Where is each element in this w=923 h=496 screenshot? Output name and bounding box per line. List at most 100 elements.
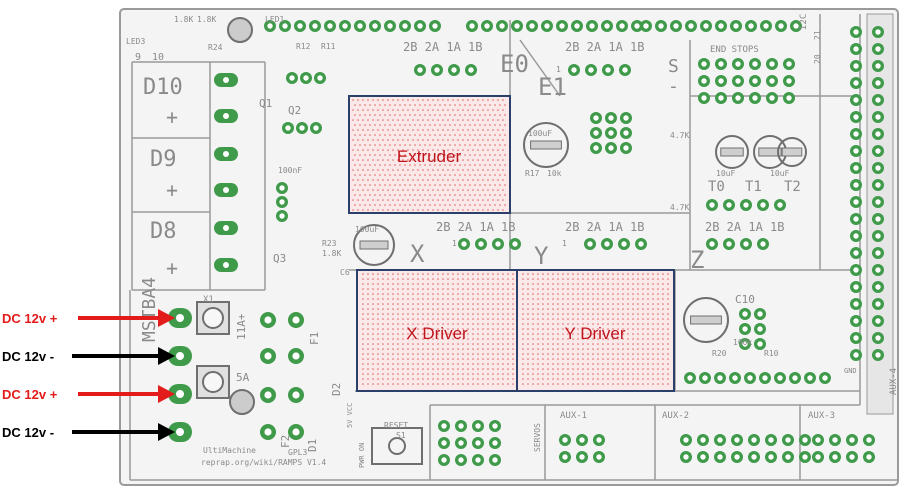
power-arrowhead-2 bbox=[158, 347, 175, 365]
driver-dot bbox=[409, 164, 411, 166]
pin-pad-hole bbox=[849, 454, 855, 460]
driver-dot bbox=[627, 383, 629, 385]
label-t0: T0 bbox=[708, 179, 725, 195]
driver-dot bbox=[452, 293, 454, 295]
pin-pad-hole bbox=[596, 437, 602, 443]
pin-pad-hole bbox=[264, 316, 272, 324]
driver-dot bbox=[477, 99, 479, 101]
driver-dot bbox=[657, 378, 659, 380]
driver-dot bbox=[507, 378, 509, 380]
driver-dot bbox=[537, 273, 539, 275]
driver-dot bbox=[442, 333, 444, 335]
driver-dot bbox=[612, 358, 614, 360]
driver-dot bbox=[647, 318, 649, 320]
pin-pad-hole bbox=[703, 23, 709, 29]
driver-dot bbox=[419, 144, 421, 146]
driver-dot bbox=[402, 308, 404, 310]
driver-dot bbox=[414, 164, 416, 166]
driver-dot bbox=[477, 333, 479, 335]
driver-dot bbox=[434, 194, 436, 196]
driver-dot bbox=[567, 348, 569, 350]
driver-dot bbox=[494, 114, 496, 116]
driver-dot bbox=[547, 323, 549, 325]
driver-dot bbox=[667, 348, 669, 350]
driver-dot bbox=[587, 333, 589, 335]
driver-dot bbox=[359, 204, 361, 206]
driver-dot bbox=[402, 358, 404, 360]
driver-dot bbox=[457, 363, 459, 365]
driver-dot bbox=[407, 189, 409, 191]
driver-dot bbox=[449, 194, 451, 196]
driver-dot bbox=[397, 353, 399, 355]
driver-dot bbox=[532, 278, 534, 280]
driver-dot bbox=[552, 288, 554, 290]
pin-pad-hole bbox=[604, 23, 610, 29]
driver-dot bbox=[482, 199, 484, 201]
driver-dot bbox=[492, 363, 494, 365]
driver-dot bbox=[592, 273, 594, 275]
driver-dot bbox=[392, 318, 394, 320]
driver-dot bbox=[637, 293, 639, 295]
driver-dot bbox=[477, 199, 479, 201]
driver-dot bbox=[499, 184, 501, 186]
driver-dot bbox=[527, 308, 529, 310]
driver-dot bbox=[442, 209, 444, 211]
driver-dot bbox=[484, 124, 486, 126]
driver-dot bbox=[652, 378, 654, 380]
driver-dot bbox=[617, 298, 619, 300]
driver-dot bbox=[667, 383, 669, 385]
driver-dot bbox=[597, 383, 599, 385]
driver-dot bbox=[467, 129, 469, 131]
driver-dot bbox=[492, 283, 494, 285]
driver-dot bbox=[642, 288, 644, 290]
pin-pad-hole bbox=[622, 67, 628, 73]
driver-dot bbox=[429, 174, 431, 176]
driver-dot bbox=[552, 313, 554, 315]
driver-dot bbox=[452, 353, 454, 355]
driver-dot bbox=[437, 293, 439, 295]
driver-dot bbox=[397, 129, 399, 131]
driver-dot bbox=[359, 174, 361, 176]
driver-dot bbox=[532, 303, 534, 305]
driver-dot bbox=[477, 169, 479, 171]
label-aux2: AUX-2 bbox=[662, 411, 689, 421]
driver-dot bbox=[422, 293, 424, 295]
driver-dot bbox=[377, 209, 379, 211]
driver-dot bbox=[382, 199, 384, 201]
driver-dot bbox=[497, 348, 499, 350]
driver-dot bbox=[449, 184, 451, 186]
driver-dot bbox=[422, 323, 424, 325]
driver-dot bbox=[597, 378, 599, 380]
driver-dot bbox=[512, 348, 514, 350]
driver-dot bbox=[457, 99, 459, 101]
pin-pad-hole bbox=[875, 131, 881, 137]
driver-dot bbox=[467, 283, 469, 285]
driver-dot bbox=[597, 323, 599, 325]
driver-dot bbox=[602, 348, 604, 350]
driver-dot bbox=[477, 348, 479, 350]
driver-dot bbox=[537, 373, 539, 375]
driver-dot bbox=[387, 303, 389, 305]
driver-dot bbox=[427, 338, 429, 340]
driver-dot bbox=[382, 209, 384, 211]
driver-dot bbox=[484, 164, 486, 166]
pin-pad-hole bbox=[807, 375, 813, 381]
driver-dot bbox=[642, 323, 644, 325]
driver-dot bbox=[547, 303, 549, 305]
driver-dot bbox=[429, 184, 431, 186]
driver-dot bbox=[449, 134, 451, 136]
driver-dot bbox=[412, 293, 414, 295]
driver-dot bbox=[462, 278, 464, 280]
driver-dot bbox=[362, 288, 364, 290]
driver-dot bbox=[414, 194, 416, 196]
driver-dot bbox=[467, 273, 469, 275]
driver-dot bbox=[394, 154, 396, 156]
capacitor-body bbox=[758, 147, 782, 157]
driver-dot bbox=[462, 313, 464, 315]
driver-dot bbox=[497, 293, 499, 295]
driver-dot bbox=[572, 328, 574, 330]
driver-dot bbox=[442, 99, 444, 101]
driver-dot bbox=[402, 333, 404, 335]
driver-dot bbox=[502, 288, 504, 290]
driver-dot bbox=[512, 273, 514, 275]
